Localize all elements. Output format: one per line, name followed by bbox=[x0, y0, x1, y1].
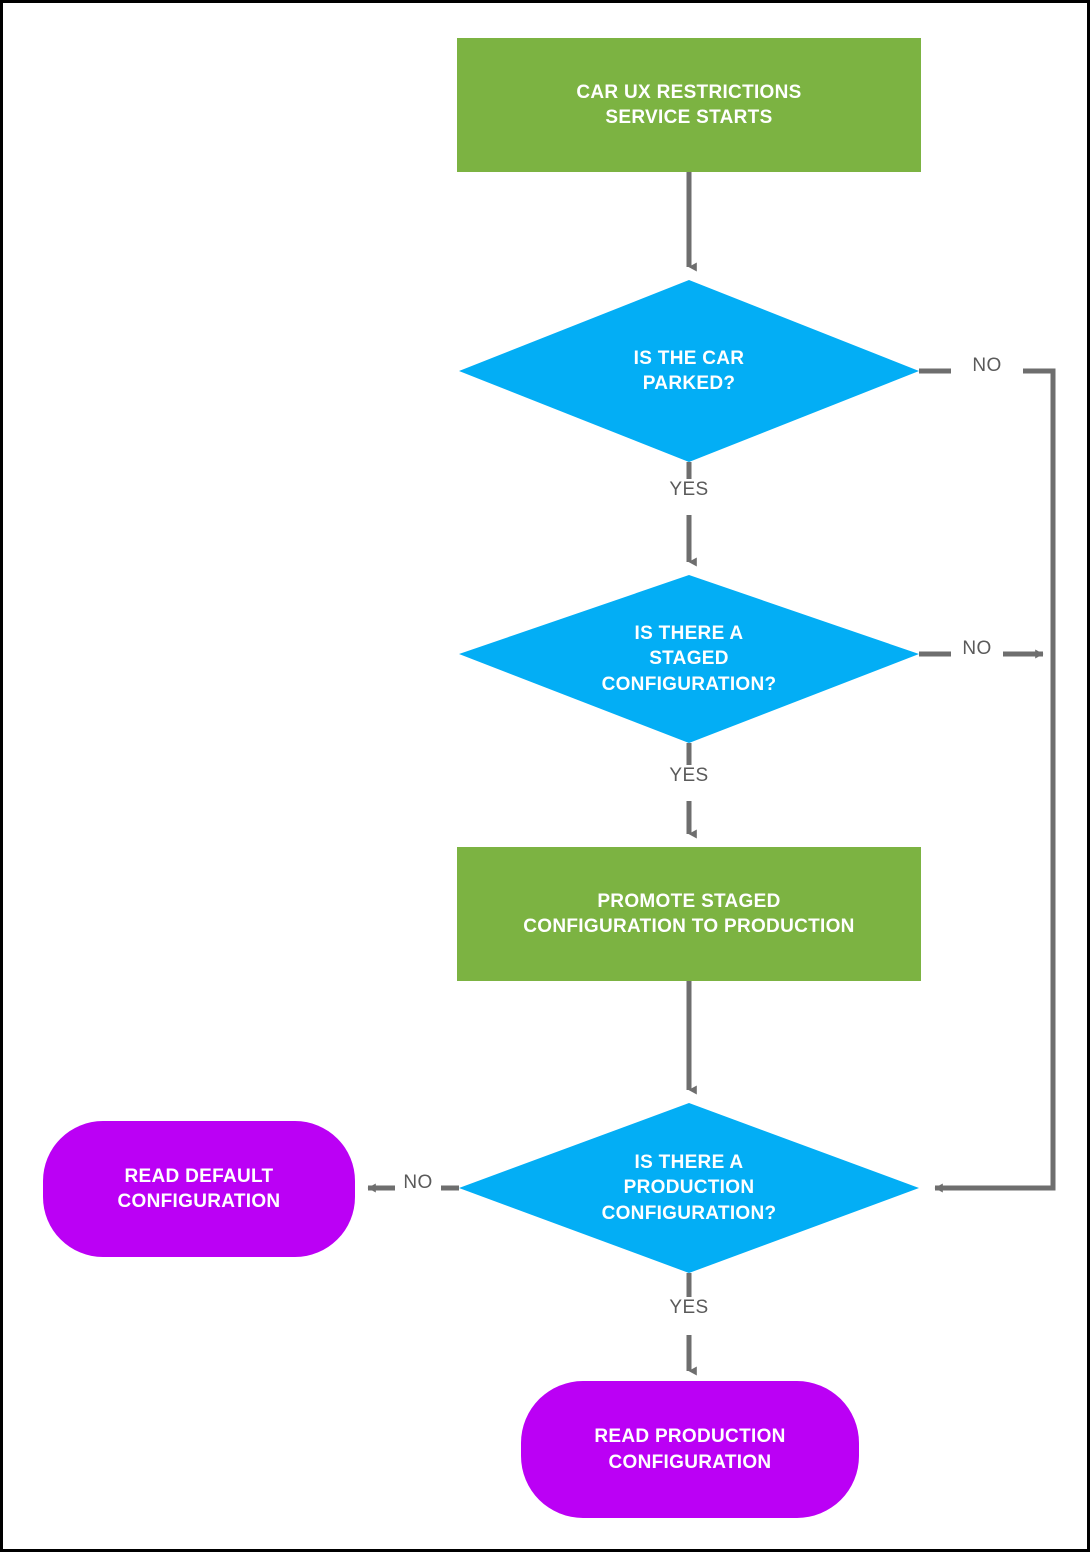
flowchart-svg: right then down --> is there a staged co… bbox=[43, 38, 1056, 1518]
node-is-staged-config-shape[interactable] bbox=[459, 575, 919, 743]
node-is-car-parked-shape[interactable] bbox=[459, 280, 919, 462]
node-start-shape[interactable] bbox=[457, 38, 921, 172]
edge-label-production-no: NO bbox=[403, 1172, 433, 1193]
node-read-default-shape[interactable] bbox=[43, 1121, 355, 1257]
edge-label-parked-no: NO bbox=[972, 355, 1002, 376]
edge-label-staged-yes: YES bbox=[669, 765, 709, 786]
edge-parked-no-route bbox=[934, 368, 1056, 1193]
edge-label-production-yes: YES bbox=[669, 1297, 709, 1318]
node-promote-staged-shape[interactable] bbox=[457, 847, 921, 981]
node-is-production-config-shape[interactable] bbox=[459, 1103, 919, 1273]
node-read-production-shape[interactable] bbox=[521, 1381, 859, 1518]
edge-label-parked-yes: YES bbox=[669, 479, 709, 500]
edge-label-staged-no: NO bbox=[962, 638, 992, 659]
